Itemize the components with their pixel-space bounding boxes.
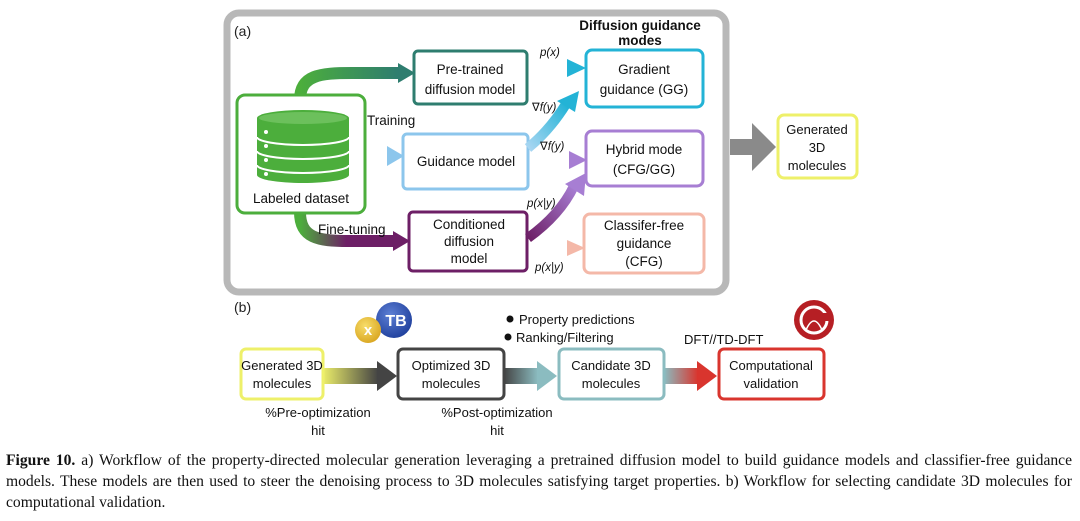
generated-a-line1: Generated: [786, 122, 847, 137]
candidate-line1: Candidate 3D: [571, 358, 651, 373]
optimized-line2: molecules: [422, 376, 481, 391]
validation-line2: validation: [744, 376, 799, 391]
fine-tuning-label: Fine-tuning: [318, 222, 386, 237]
pretrained-line2: diffusion model: [425, 82, 516, 97]
generated-b-line1: Generated 3D: [241, 358, 323, 373]
dft-label: DFT//TD-DFT: [684, 332, 763, 347]
conditioned-line3: model: [451, 251, 488, 266]
pre-hit-line1: %Pre-optimization: [265, 405, 371, 420]
gradient-line2: guidance (GG): [600, 82, 689, 97]
cond-hybrid-arrowhead: [565, 173, 586, 196]
grad-label-2: ∇f(y): [539, 141, 564, 153]
generated-molecules-box: [776, 113, 859, 180]
computational-validation-box: [717, 347, 826, 401]
validation-line1: Computational: [729, 358, 813, 373]
svg-text:x: x: [364, 322, 373, 339]
generated-molecules-b-box: [239, 347, 325, 401]
bullet-ranking-filtering: Ranking/Filtering: [516, 330, 614, 345]
arrow-b2: [504, 368, 538, 384]
generated-a-line3: molecules: [788, 158, 847, 173]
optimized-molecules-box: [396, 347, 506, 401]
optimized-line1: Optimized 3D: [412, 358, 491, 373]
finetune-flow-arrow: [294, 211, 393, 247]
pxy-label-2: p(x|y): [534, 262, 564, 274]
arrow-b1-head: [377, 361, 397, 391]
pre-hit-line2: hit: [311, 423, 325, 438]
grad-label-1: ∇f(y): [531, 102, 556, 114]
arrow-b3-head: [697, 361, 717, 391]
candidate-line2: molecules: [582, 376, 641, 391]
arrow-b2-head: [537, 361, 557, 391]
xtb-logo-icon: x TB: [355, 302, 412, 343]
gradient-guidance-box: [584, 48, 705, 109]
pretrain-flow-arrowhead: [398, 63, 415, 83]
gradient-line1: Gradient: [618, 62, 670, 77]
caption-text: a) Workflow of the property-directed mol…: [6, 452, 1073, 511]
modes-header-line2: modes: [618, 33, 662, 48]
workflow-diagram: (a) Diffusion guidance modes Labeled dat…: [223, 9, 859, 438]
px-arrowhead: [567, 59, 586, 77]
hybrid-line1: Hybrid mode: [606, 142, 683, 157]
pretrain-flow-arrow: [294, 67, 398, 101]
px-label: p(x): [539, 47, 560, 59]
caption-label: Figure 10.: [6, 452, 76, 469]
pretrained-line1: Pre-trained: [437, 62, 504, 77]
gradient-arrowhead: [557, 91, 579, 112]
arrow-b1: [322, 368, 378, 384]
cfg-line3: (CFG): [625, 254, 663, 269]
gaussian-logo-icon: [794, 300, 834, 340]
panel-b-label: (b): [234, 299, 251, 315]
conditioned-model-box: [407, 210, 529, 273]
svg-text:TB: TB: [385, 313, 406, 330]
hybrid-arrowhead: [569, 151, 587, 169]
conditioned-line2: diffusion: [444, 234, 494, 249]
conditioned-line1: Conditioned: [433, 217, 505, 232]
cfg-line2: guidance: [617, 236, 672, 251]
training-flow-arrowhead: [387, 146, 404, 166]
modes-header-line1: Diffusion guidance: [579, 18, 701, 33]
pretrained-model-box: [412, 49, 529, 106]
guidance-model-label: Guidance model: [417, 154, 515, 169]
hybrid-line2: (CFG/GG): [613, 162, 675, 177]
post-hit-line2: hit: [490, 423, 504, 438]
hybrid-mode-box: [584, 129, 705, 188]
candidate-molecules-box: [557, 347, 666, 401]
training-label: Training: [367, 113, 415, 128]
cfg-line1: Classifer-free: [604, 218, 684, 233]
figure-caption: Figure 10. a) Workflow of the property-d…: [6, 450, 1072, 513]
cfg-arrowhead: [567, 240, 585, 256]
panel-a-label: (a): [234, 23, 251, 39]
bullet-dot-1: [506, 315, 514, 323]
arrow-b3: [664, 368, 698, 384]
generated-b-line2: molecules: [253, 376, 312, 391]
labeled-dataset-label: Labeled dataset: [253, 191, 349, 206]
cond-hybrid-arrow: [525, 183, 579, 243]
bullet-dot-2: [504, 333, 512, 341]
pxy-label-1: p(x|y): [526, 198, 556, 210]
database-icon: [256, 110, 350, 183]
finetune-flow-arrowhead: [393, 231, 410, 251]
generated-a-line2: 3D: [809, 140, 826, 155]
bullet-property-predictions: Property predictions: [519, 312, 635, 327]
output-arrow: [730, 123, 776, 171]
post-hit-line1: %Post-optimization: [441, 405, 552, 420]
cfg-box: [582, 212, 706, 275]
gradient-arrow: [524, 101, 571, 152]
